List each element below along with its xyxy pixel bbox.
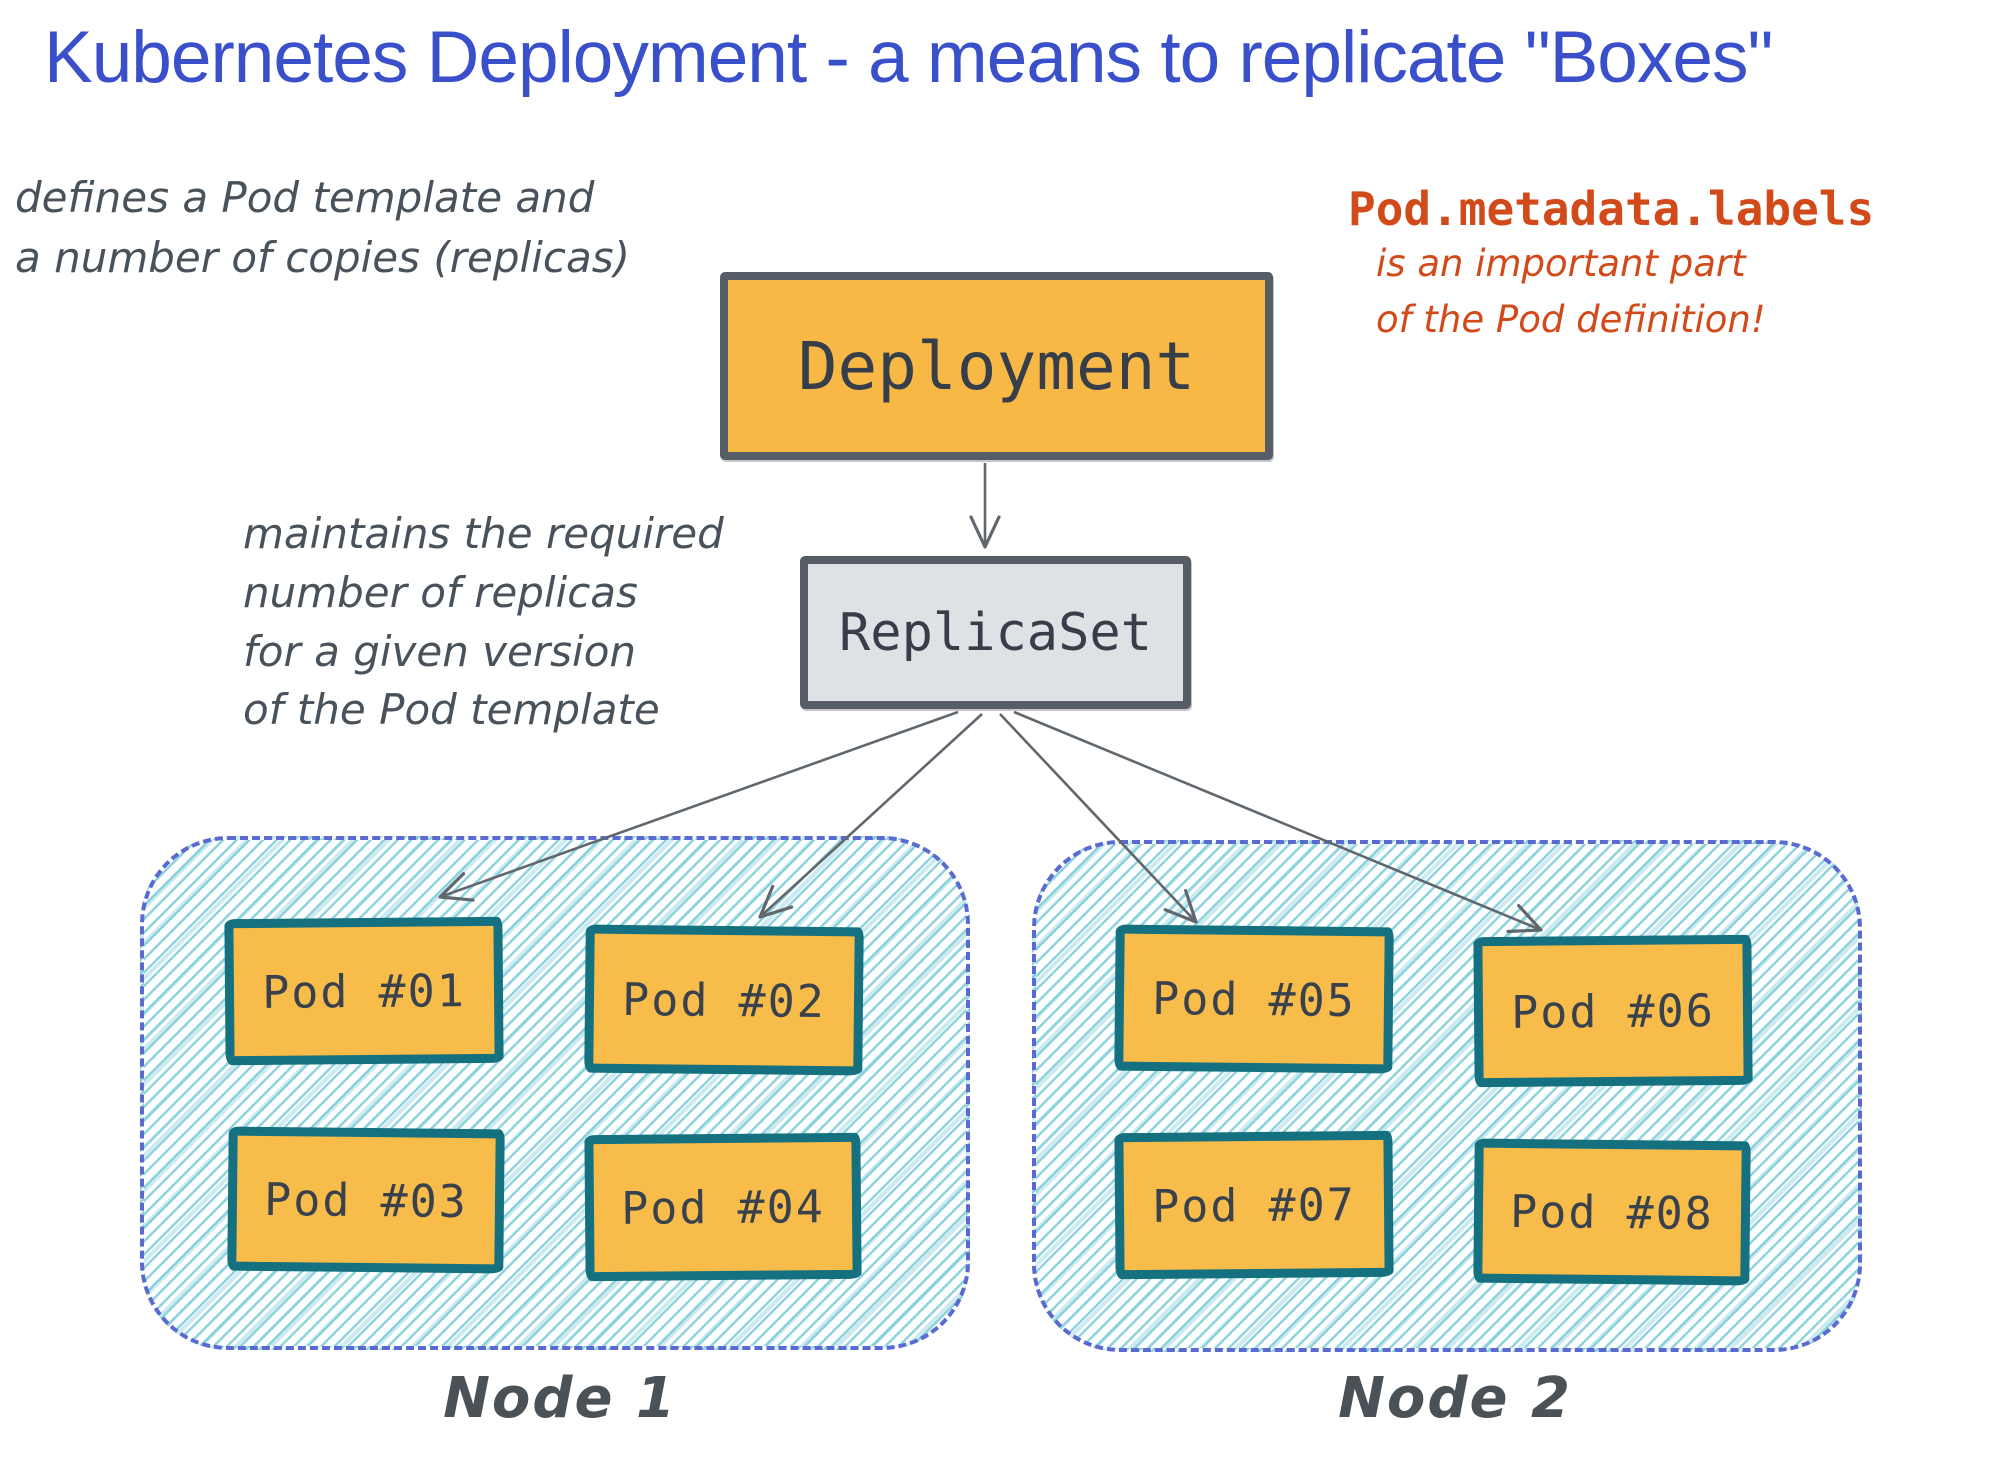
replicaset-box: ReplicaSet	[800, 556, 1191, 709]
labels-note-line: is an important part	[1376, 242, 1746, 285]
pod-metadata-labels-code: Pod.metadata.labels	[1348, 182, 1875, 236]
pod-box: Pod #07	[1114, 1130, 1394, 1280]
deployment-note-line: a number of copies (replicas)	[15, 232, 630, 282]
deployment-box: Deployment	[720, 272, 1273, 460]
labels-note-line: of the Pod definition!	[1376, 297, 1766, 341]
deployment-note: defines a Pod template and a number of c…	[15, 168, 630, 287]
pod-metadata-labels-note: Pod.metadata.labels is an important part…	[1348, 182, 1874, 347]
pod-box: Pod #08	[1473, 1138, 1751, 1286]
node-2-label: Node 2	[1338, 1366, 1572, 1431]
pod-box: Pod #04	[584, 1132, 862, 1282]
node-1-label: Node 1	[443, 1366, 677, 1431]
pod-box: Pod #05	[1114, 924, 1394, 1074]
page-title: Kubernetes Deployment - a means to repli…	[44, 17, 1773, 98]
deployment-note-line: defines a Pod template and	[15, 173, 595, 222]
replicaset-note: maintains the required number of replica…	[243, 505, 724, 740]
replicaset-note-line: maintains the required	[243, 509, 724, 558]
pod-box: Pod #03	[227, 1126, 505, 1274]
pod-box: Pod #06	[1473, 934, 1753, 1088]
pod-box: Pod #02	[584, 924, 864, 1076]
replicaset-note-line: number of replicas	[243, 567, 638, 617]
pod-box: Pod #01	[224, 916, 504, 1066]
replicaset-note-line: for a given version	[243, 626, 637, 676]
replicaset-note-line: of the Pod template	[243, 685, 660, 735]
